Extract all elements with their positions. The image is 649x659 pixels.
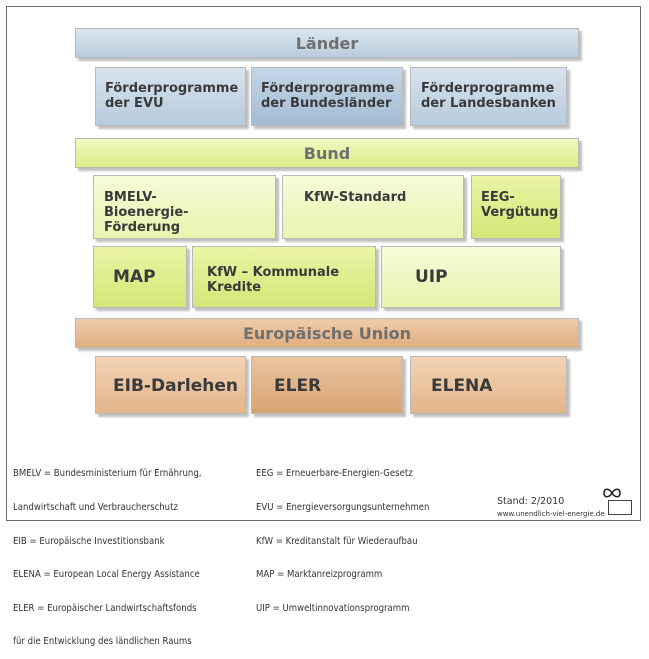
bund-box-uip: UIP xyxy=(381,246,561,308)
legend-left-line: EIB = Europäische Investitionsbank xyxy=(13,535,165,547)
stand-date: Stand: 2/2010 xyxy=(497,496,565,507)
legend-left-line: BMELV = Bundesministerium für Ernährung, xyxy=(13,468,202,480)
legend-left-line: ELENA = European Local Energy Assistance xyxy=(13,569,200,581)
eu-box-eler: ELER xyxy=(251,356,403,414)
bund-box-bmelv-label: BMELV- Bioenergie-Förderung xyxy=(104,190,189,235)
laender-box-landesbanken: Förderprogramme der Landesbanken xyxy=(410,67,567,126)
bund-box-map: MAP xyxy=(93,246,187,308)
legend-left-line: für die Entwicklung des ländlichen Raums xyxy=(13,636,192,648)
laender-box-bundeslaender: Förderprogramme der Bundesländer xyxy=(251,67,403,126)
bund-box-kfw-kommunal: KfW – Kommunale Kredite xyxy=(192,246,376,308)
eu-box-elena-label: ELENA xyxy=(431,376,493,396)
laender-box-evu-label: Förderprogramme der EVU xyxy=(105,81,239,111)
legend-left-line: Landwirtschaft und Verbraucherschutz xyxy=(13,502,178,514)
bund-box-kfw-standard-label: KfW-Standard xyxy=(304,190,407,205)
legend-right-line: EVU = Energieversorgungsunternehmen xyxy=(256,502,430,514)
website-url: www.unendlich-viel-energie.de xyxy=(497,510,605,518)
bund-box-kfw-kommunal-label: KfW – Kommunale Kredite xyxy=(207,265,340,295)
infinity-icon xyxy=(603,488,621,498)
legend-left-line: ELER = Europäischer Landwirtschaftsfonds xyxy=(13,602,197,614)
bund-box-eeg-label: EEG- Vergütung xyxy=(481,190,559,220)
laender-box-landesbanken-label: Förderprogramme der Landesbanken xyxy=(421,81,556,111)
bund-box-uip-label: UIP xyxy=(415,267,448,287)
legend-left: BMELV = Bundesministerium für Ernährung,… xyxy=(13,446,201,659)
agentur-logo xyxy=(594,484,632,516)
bund-header: Bund xyxy=(75,138,579,168)
eu-box-elena: ELENA xyxy=(410,356,567,414)
bund-box-eeg: EEG- Vergütung xyxy=(471,175,561,239)
laender-header: Länder xyxy=(75,28,579,58)
eu-box-eib: EIB-Darlehen xyxy=(95,356,246,414)
bund-box-map-label: MAP xyxy=(113,267,156,287)
bund-box-kfw-standard: KfW-Standard xyxy=(282,175,464,239)
legend-right-line: KfW = Kreditanstalt für Wiederaufbau xyxy=(256,535,418,547)
laender-box-evu: Förderprogramme der EVU xyxy=(95,67,246,126)
eu-header: Europäische Union xyxy=(75,318,579,348)
laender-box-bundeslaender-label: Förderprogramme der Bundesländer xyxy=(261,81,395,111)
legend-right-line: EEG = Erneuerbare-Energien-Gesetz xyxy=(256,468,413,480)
bund-box-bmelv: BMELV- Bioenergie-Förderung xyxy=(93,175,276,239)
eu-box-eib-label: EIB-Darlehen xyxy=(113,376,239,396)
legend-right-line: MAP = Marktanreizprogramm xyxy=(256,569,383,581)
legend-right: EEG = Erneuerbare-Energien-Gesetz EVU = … xyxy=(256,446,429,625)
legend-right-line: UIP = Umweltinnovationsprogramm xyxy=(256,602,410,614)
eu-box-eler-label: ELER xyxy=(274,376,322,396)
logo-text-box xyxy=(608,500,632,515)
